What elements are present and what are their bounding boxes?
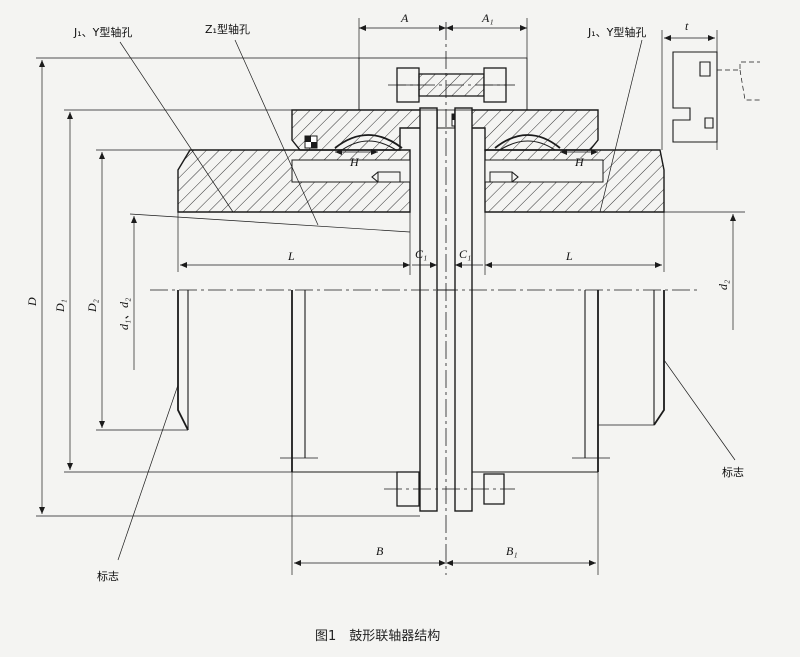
dim-A1: A₁ <box>481 11 494 25</box>
mark-right-label: 标志 <box>722 465 744 479</box>
dim-D2: D₂ <box>85 299 99 313</box>
left-crowned-teeth <box>334 134 403 149</box>
dim-B: B <box>376 544 384 558</box>
mark-left-label: 标志 <box>97 569 119 583</box>
keyway-detail <box>661 30 760 150</box>
dim-t: t <box>685 19 689 33</box>
left-seal <box>304 135 318 149</box>
dim-A: A <box>400 11 409 25</box>
dim-H-right: H <box>574 155 585 169</box>
right-crowned-teeth <box>494 134 561 149</box>
dim-C1-left: C₁ <box>415 247 427 261</box>
dim-H-left: H <box>349 155 360 169</box>
dim-dz: d₂ <box>716 280 730 290</box>
right-flange-housing <box>454 109 599 151</box>
left-crowned-teeth-inner <box>341 140 397 151</box>
bore-j1-y-left-label: J₁、Y型轴孔 <box>73 25 132 39</box>
figure-caption: 图1 鼓形联轴器结构 <box>315 629 440 644</box>
dim-L-left: L <box>287 249 295 263</box>
dim-L-right: L <box>565 249 573 263</box>
right-crowned-teeth-inner <box>499 140 556 151</box>
bore-j1-y-right-label: J₁、Y型轴孔 <box>587 25 646 39</box>
right-hub-lower <box>472 290 665 473</box>
left-flange-plate <box>419 107 438 512</box>
top-bolt <box>388 67 515 103</box>
dim-B1: B₁ <box>506 544 518 558</box>
dim-d1-d2: d₁、d₂ <box>117 298 131 330</box>
right-teeth-cut <box>484 159 604 183</box>
left-set-screw <box>371 171 401 183</box>
left-hub-lower <box>177 290 420 473</box>
dim-C1-right: C₁ <box>459 247 471 261</box>
dim-D1: D₁ <box>53 299 67 313</box>
dim-D: D <box>25 297 39 307</box>
bore-z1-label: Z₁型轴孔 <box>205 22 250 36</box>
right-flange-plate <box>454 107 473 512</box>
right-set-screw <box>489 171 519 183</box>
bottom-bolt <box>384 471 515 507</box>
